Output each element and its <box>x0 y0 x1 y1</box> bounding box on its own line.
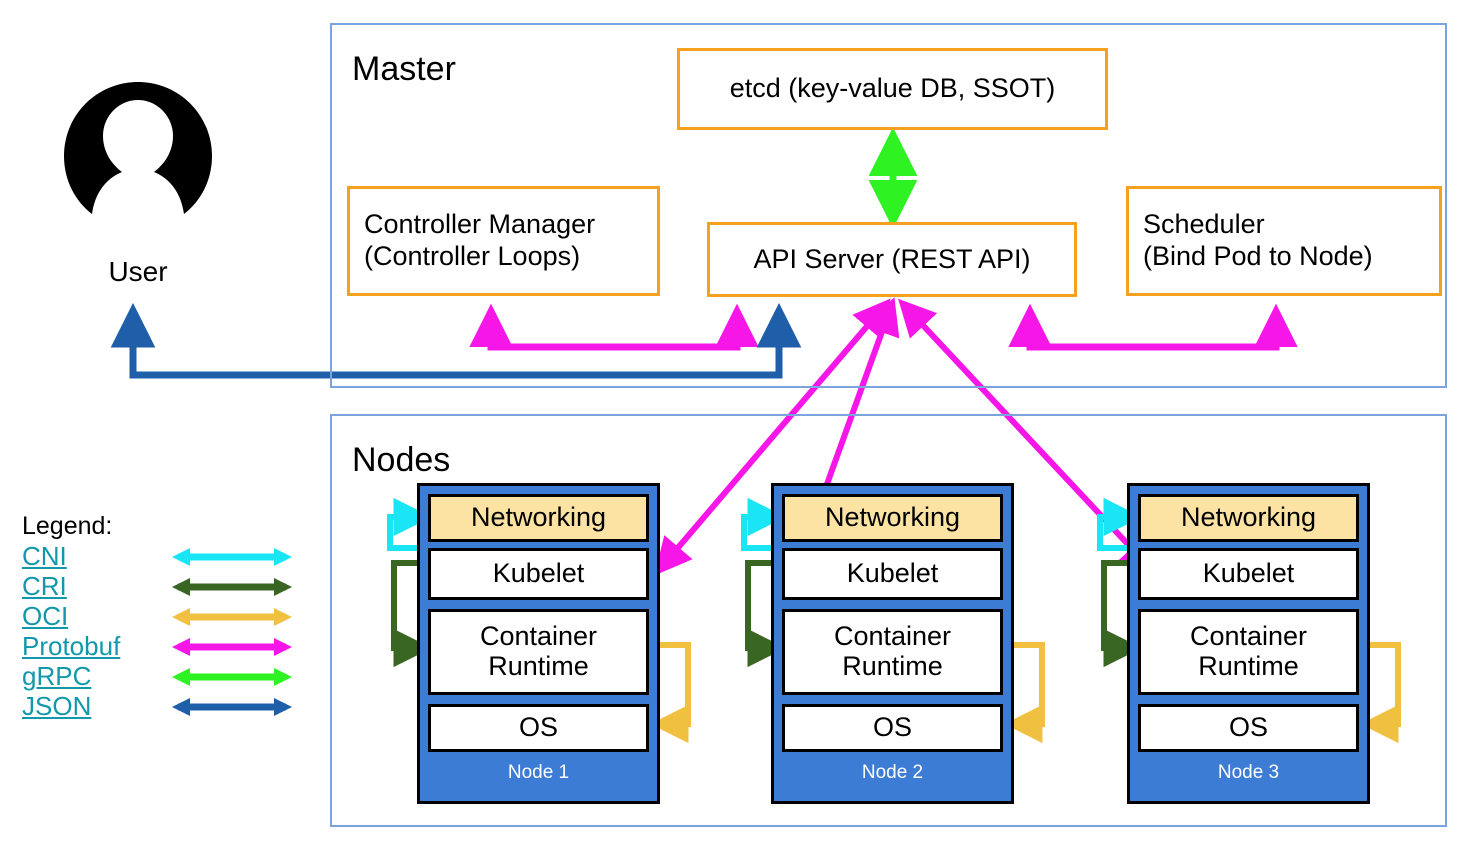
legend-label-grpc[interactable]: gRPC <box>22 661 92 692</box>
cr-line1: Container <box>833 621 952 652</box>
controller-manager-line1: Controller Manager <box>364 209 596 240</box>
node2-kubelet-label: Kubelet <box>846 558 939 589</box>
api-server-label: API Server (REST API) <box>753 243 1031 274</box>
legend-label-cni[interactable]: CNI <box>22 541 67 572</box>
controller-manager-label: Controller Manager (Controller Loops) <box>364 209 595 273</box>
controller-manager-line2: (Controller Loops) <box>364 241 581 271</box>
legend-arrow-cri <box>172 578 292 596</box>
node1-networking-layer[interactable]: Networking <box>428 494 649 542</box>
scheduler-line1: Scheduler <box>1143 209 1265 240</box>
node2-name: Node 2 <box>861 762 924 783</box>
legend: Legend: CNI CRI OCI <box>22 512 292 722</box>
nodes-group <box>330 414 1447 827</box>
scheduler-box[interactable]: Scheduler (Bind Pod to Node) <box>1126 186 1442 296</box>
legend-label-cri[interactable]: CRI <box>22 571 67 602</box>
user-label: User <box>108 256 168 287</box>
node-card-3[interactable]: Networking Kubelet Container Runtime OS … <box>1127 483 1370 804</box>
legend-label-json[interactable]: JSON <box>22 691 92 722</box>
scheduler-label: Scheduler (Bind Pod to Node) <box>1143 209 1373 273</box>
node-card-1[interactable]: Networking Kubelet Container Runtime OS … <box>417 483 660 804</box>
legend-item-json[interactable]: JSON <box>22 692 292 722</box>
legend-arrow-oci <box>172 608 292 626</box>
node3-kubelet-layer[interactable]: Kubelet <box>1138 548 1359 600</box>
api-server-box[interactable]: API Server (REST API) <box>707 222 1077 297</box>
node1-container-runtime-label: Container Runtime <box>479 621 598 681</box>
node1-os-layer[interactable]: OS <box>428 704 649 752</box>
cr-line1: Container <box>1189 621 1308 652</box>
cr-line2: Runtime <box>488 651 589 681</box>
nodes-group-title: Nodes <box>352 441 451 479</box>
node2-container-runtime-layer[interactable]: Container Runtime <box>782 609 1003 695</box>
node2-container-runtime-label: Container Runtime <box>833 621 952 681</box>
node1-kubelet-layer[interactable]: Kubelet <box>428 548 649 600</box>
scheduler-line2: (Bind Pod to Node) <box>1143 241 1373 271</box>
node3-networking-label: Networking <box>1180 502 1317 533</box>
node3-kubelet-label: Kubelet <box>1202 558 1295 589</box>
master-group-title: Master <box>352 50 456 88</box>
legend-label-protobuf[interactable]: Protobuf <box>22 631 121 662</box>
cr-line1: Container <box>479 621 598 652</box>
legend-item-protobuf[interactable]: Protobuf <box>22 632 292 662</box>
node3-os-label: OS <box>1228 712 1268 743</box>
node-card-2[interactable]: Networking Kubelet Container Runtime OS … <box>771 483 1014 804</box>
node3-networking-layer[interactable]: Networking <box>1138 494 1359 542</box>
legend-arrow-protobuf <box>172 638 292 656</box>
user-avatar-icon <box>64 82 212 214</box>
node2-networking-label: Networking <box>824 502 961 533</box>
legend-item-cni[interactable]: CNI <box>22 542 292 572</box>
legend-item-cri[interactable]: CRI <box>22 572 292 602</box>
node3-container-runtime-layer[interactable]: Container Runtime <box>1138 609 1359 695</box>
legend-item-oci[interactable]: OCI <box>22 602 292 632</box>
controller-manager-box[interactable]: Controller Manager (Controller Loops) <box>347 186 660 296</box>
node3-name: Node 3 <box>1217 762 1280 783</box>
node1-os-label: OS <box>518 712 558 743</box>
legend-label-oci[interactable]: OCI <box>22 601 69 632</box>
node1-kubelet-label: Kubelet <box>492 558 585 589</box>
legend-arrow-grpc <box>172 668 292 686</box>
legend-arrow-cni <box>172 548 292 566</box>
node2-os-layer[interactable]: OS <box>782 704 1003 752</box>
node1-networking-label: Networking <box>470 502 607 533</box>
node2-kubelet-layer[interactable]: Kubelet <box>782 548 1003 600</box>
node3-container-runtime-label: Container Runtime <box>1189 621 1308 681</box>
cr-line2: Runtime <box>1198 651 1299 681</box>
node2-networking-layer[interactable]: Networking <box>782 494 1003 542</box>
legend-arrow-json <box>172 698 292 716</box>
legend-item-grpc[interactable]: gRPC <box>22 662 292 692</box>
master-group <box>330 23 1447 388</box>
legend-title: Legend: <box>22 512 113 540</box>
etcd-label: etcd (key-value DB, SSOT) <box>729 73 1056 104</box>
node2-os-label: OS <box>872 712 912 743</box>
node1-name: Node 1 <box>507 762 570 783</box>
node3-os-layer[interactable]: OS <box>1138 704 1359 752</box>
etcd-box[interactable]: etcd (key-value DB, SSOT) <box>677 48 1108 130</box>
cr-line2: Runtime <box>842 651 943 681</box>
node1-container-runtime-layer[interactable]: Container Runtime <box>428 609 649 695</box>
